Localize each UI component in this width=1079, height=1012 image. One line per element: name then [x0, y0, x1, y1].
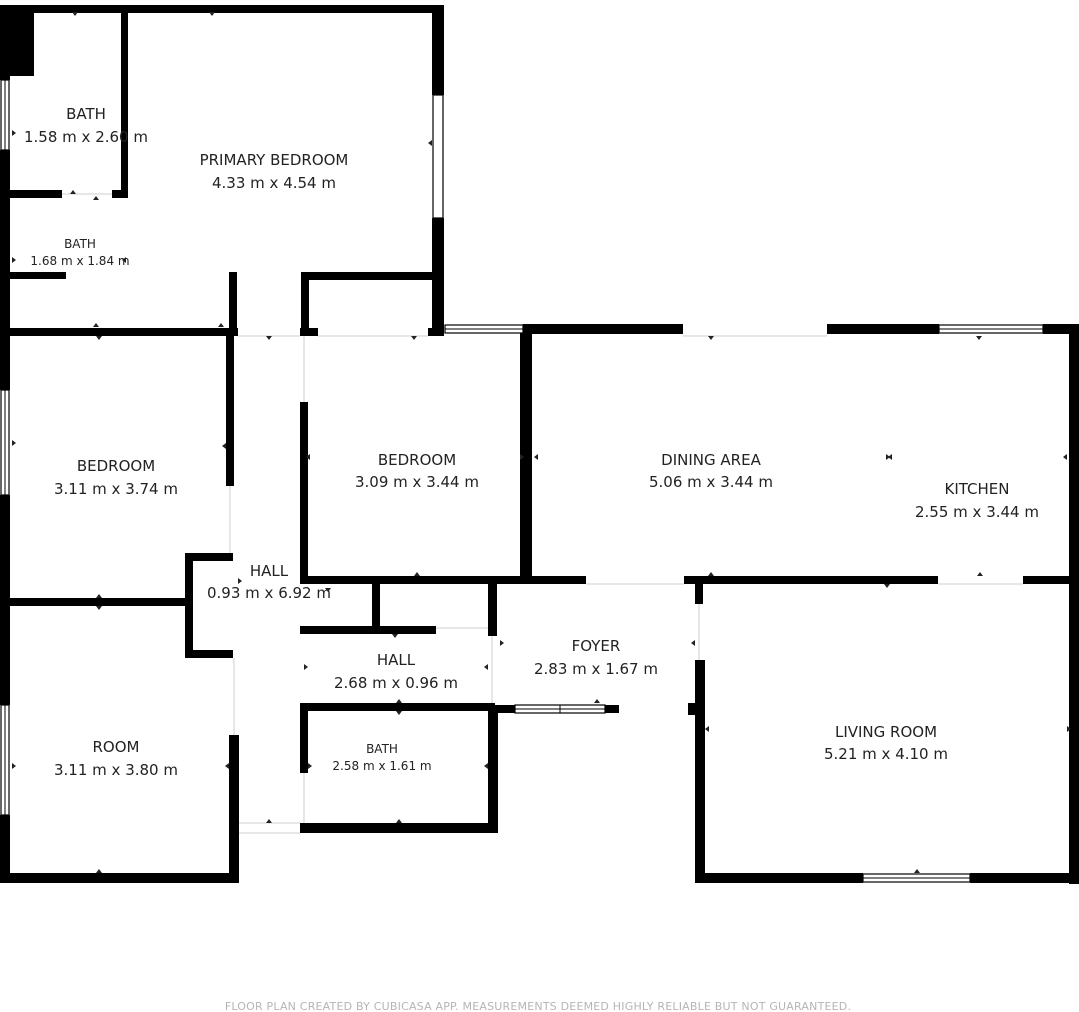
room-name: HALL	[250, 562, 289, 580]
room-name: BEDROOM	[77, 457, 155, 475]
room-dimensions: 5.06 m x 3.44 m	[649, 473, 773, 491]
room-dimensions: 2.55 m x 3.44 m	[915, 503, 1039, 521]
room-dimensions: 2.83 m x 1.67 m	[534, 660, 658, 678]
room-dimensions: 2.68 m x 0.96 m	[334, 674, 458, 692]
footer-disclaimer: FLOOR PLAN CREATED BY CUBICASA APP. MEAS…	[225, 1000, 851, 1012]
room-dimensions: 0.93 m x 6.92 m	[207, 584, 331, 602]
room-name: BEDROOM	[378, 451, 456, 469]
room-name: FOYER	[572, 637, 621, 655]
room-name: BATH	[366, 742, 398, 756]
walls	[0, 5, 1079, 884]
room-dimensions: 3.11 m x 3.74 m	[54, 480, 178, 498]
room-name: BATH	[64, 237, 96, 251]
room-name: KITCHEN	[945, 480, 1010, 498]
room-name: PRIMARY BEDROOM	[200, 151, 349, 169]
room-dimensions: 2.58 m x 1.61 m	[332, 759, 431, 773]
room-dimensions: 4.33 m x 4.54 m	[212, 174, 336, 192]
room-dimensions: 3.09 m x 3.44 m	[355, 473, 479, 491]
room-name: HALL	[377, 651, 416, 669]
room-name: ROOM	[93, 738, 140, 756]
room-dimensions: 1.68 m x 1.84 m	[30, 254, 129, 268]
room-dimensions: 1.58 m x 2.60 m	[24, 128, 148, 146]
room-dimensions: 3.11 m x 3.80 m	[54, 761, 178, 779]
room-name: DINING AREA	[661, 451, 761, 469]
wall-ticks	[12, 12, 1071, 873]
room-labels: BATH 1.58 m x 2.60 m PRIMARY BEDROOM 4.3…	[24, 105, 1039, 779]
room-name: BATH	[66, 105, 106, 123]
room-name: LIVING ROOM	[835, 723, 937, 741]
windows	[0, 79, 1044, 883]
room-dimensions: 5.21 m x 4.10 m	[824, 745, 948, 763]
